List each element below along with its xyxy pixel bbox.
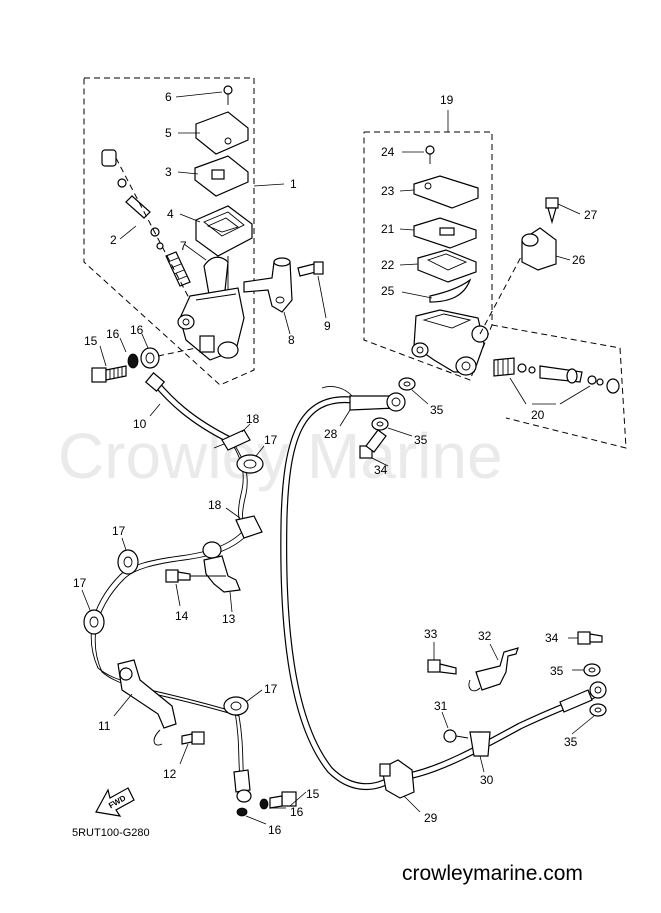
callout-17-c: 17: [73, 576, 87, 590]
callout-16-c: 16: [290, 805, 304, 819]
part-bracket-32: [468, 643, 519, 692]
part-hose-end-lower: [233, 769, 267, 825]
part-boot-25: [429, 278, 472, 303]
part-screw-6: [223, 85, 233, 105]
part-piston-kit-20: [491, 324, 627, 449]
callout-27: 27: [584, 208, 598, 222]
fwd-arrow: FWD: [95, 787, 135, 817]
callout-16-a: 16: [106, 327, 120, 341]
part-clamp-18-lower: [225, 507, 263, 539]
callout-17-b: 17: [112, 524, 126, 538]
part-bolt-33: [427, 642, 457, 675]
callout-7: 7: [180, 239, 187, 253]
part-fitting-28: [339, 392, 406, 427]
part-cover-5: [195, 111, 249, 155]
callout-19: 19: [440, 93, 454, 107]
callout-35-b: 35: [414, 433, 428, 447]
callout-35-d: 35: [564, 735, 578, 749]
part-bracket-13: [190, 541, 241, 613]
callout-21: 21: [381, 222, 395, 236]
callout-1: 1: [290, 177, 297, 191]
callout-34-lower: 34: [545, 631, 559, 645]
callout-35-a: 35: [430, 403, 444, 417]
callout-15-lower: 15: [306, 787, 320, 801]
callout-16-d: 16: [268, 823, 282, 837]
drawing-code: 5RUT100-G280: [72, 827, 150, 839]
hose-right-lower: [404, 681, 607, 780]
part-piston-kit-2: [101, 149, 191, 301]
callout-18-a: 18: [246, 412, 260, 426]
callout-2: 2: [110, 233, 117, 247]
part-bolt-14: [165, 569, 191, 607]
callout-33: 33: [424, 627, 438, 641]
callout-23: 23: [381, 184, 395, 198]
part-bracket-8: [243, 257, 293, 335]
part-grommet-17-b: [117, 537, 139, 575]
callout-16-b: 16: [130, 323, 144, 337]
callout-4: 4: [167, 207, 174, 221]
callout-17-d: 17: [264, 682, 278, 696]
hose-10: [144, 372, 234, 444]
part-clamp-18-upper: [213, 423, 251, 451]
right-master-cylinder-assembly: [363, 110, 531, 381]
callout-9: 9: [324, 319, 331, 333]
part-clamp-30: [469, 731, 491, 773]
callout-35-c: 35: [550, 664, 564, 678]
part-union-bolt-15-lower: [259, 791, 307, 810]
callout-10: 10: [133, 417, 147, 431]
part-grommet-17-c: [81, 589, 105, 635]
part-washers-35-upper: [371, 377, 429, 437]
callout-labels: 1 2 3 4 5 6 7 8 9 10 11 12 13 14 15 15 1…: [73, 90, 598, 837]
left-master-cylinder-assembly: [83, 77, 285, 386]
callout-22: 22: [381, 258, 395, 272]
callout-6: 6: [165, 90, 172, 104]
part-bolt-27: [545, 197, 581, 225]
callout-12: 12: [163, 767, 177, 781]
callout-17-a: 17: [264, 433, 278, 447]
callout-32: 32: [478, 629, 492, 643]
part-grommet-17-d: [223, 689, 263, 716]
callout-34-upper: 34: [374, 463, 388, 477]
callout-29: 29: [424, 811, 438, 825]
hose-main: [280, 385, 394, 791]
part-joint-29: [379, 759, 421, 813]
callout-30: 30: [480, 773, 494, 787]
callout-24: 24: [381, 145, 395, 159]
callout-20: 20: [531, 408, 545, 422]
part-bolt-34-lower: [568, 631, 603, 645]
part-bolt-9: [297, 261, 327, 319]
watermark: Crowley Marine: [58, 420, 503, 492]
callout-14: 14: [175, 609, 189, 623]
callout-26: 26: [572, 253, 586, 267]
part-grommet-17-a: [236, 445, 265, 474]
part-bolt-31: [441, 711, 469, 743]
callout-11: 11: [98, 719, 111, 733]
part-cover-23: [413, 175, 479, 209]
callout-28: 28: [324, 427, 338, 441]
callout-3: 3: [165, 165, 172, 179]
part-bolt-12: [179, 731, 205, 765]
part-bracket-11: [113, 659, 177, 746]
part-washers-35-lower: [571, 663, 607, 735]
part-diaphragm-22: [417, 249, 477, 283]
part-bracket-26: [521, 227, 571, 271]
website-label: crowleymarine.com: [402, 862, 583, 885]
callout-5: 5: [165, 126, 172, 140]
callout-18-b: 18: [208, 498, 222, 512]
part-bolt-34-upper: [359, 429, 389, 467]
callout-31: 31: [434, 699, 448, 713]
part-union-bolt-15-upper: [91, 347, 197, 383]
callout-25: 25: [381, 284, 395, 298]
callout-15-upper: 15: [84, 334, 98, 348]
callout-8: 8: [288, 333, 295, 347]
callout-13: 13: [222, 612, 236, 626]
leader-lines-left: [99, 91, 223, 417]
